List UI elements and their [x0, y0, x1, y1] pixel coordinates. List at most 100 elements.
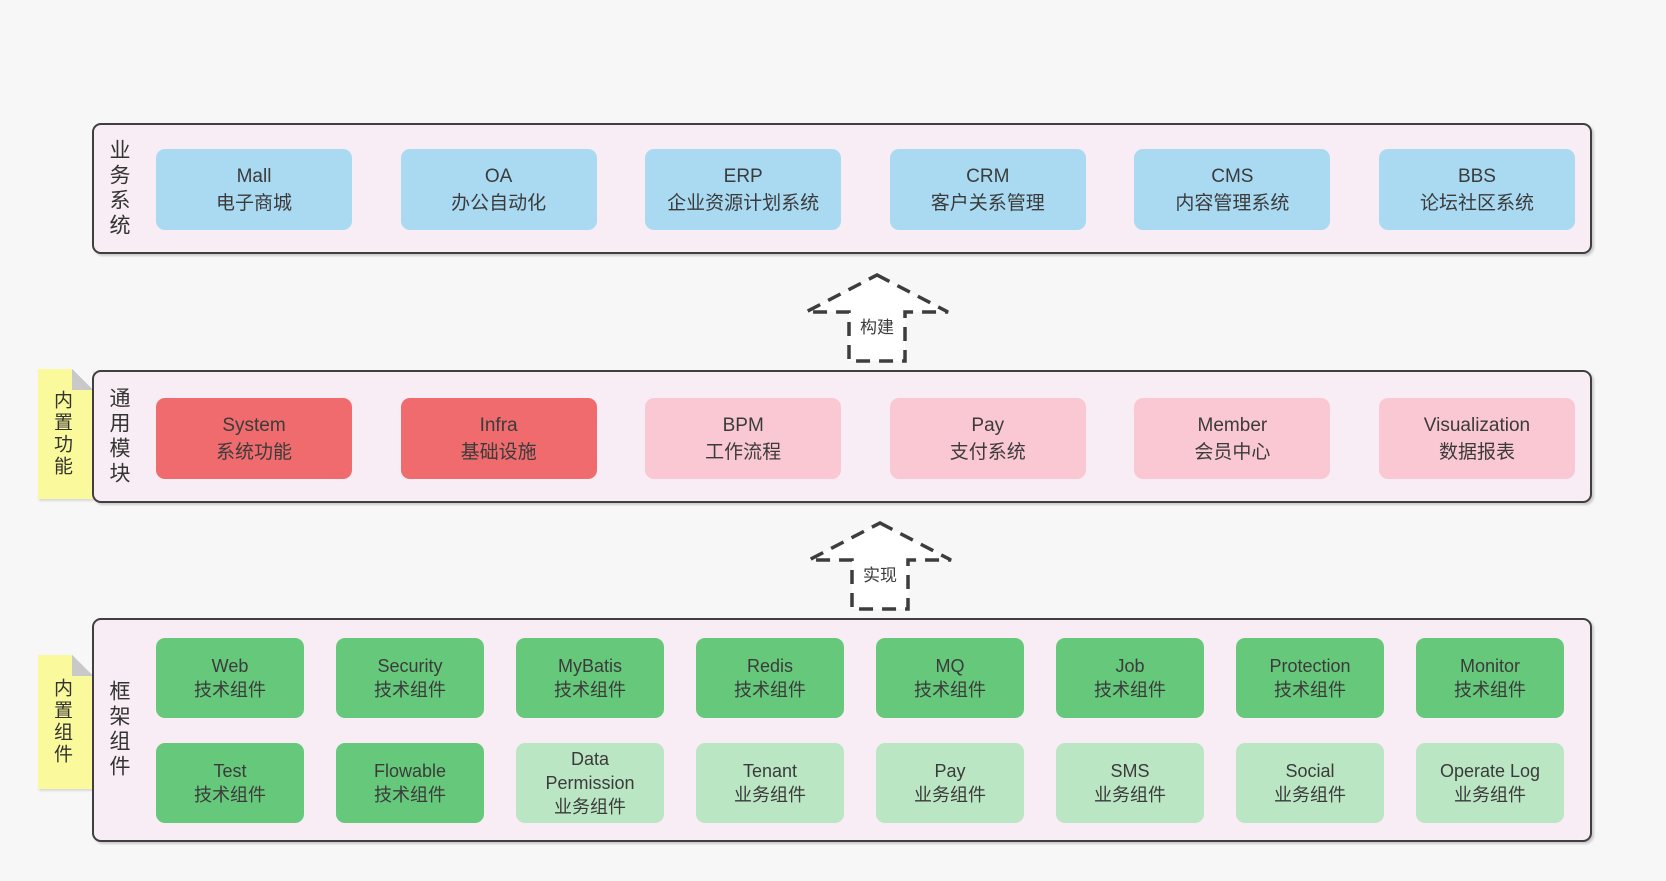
box-erp: ERP 企业资源计划系统: [645, 149, 842, 230]
box-subtitle: 业务组件: [914, 785, 986, 805]
box-mybatis: MyBatis 技术组件: [516, 638, 664, 718]
box-title: Social: [1285, 761, 1335, 781]
box-subtitle: 技术组件: [1094, 680, 1166, 700]
box-title: Mall: [236, 165, 272, 187]
box-title: BBS: [1457, 165, 1496, 187]
box-data-permission: Data Permission 业务组件: [516, 743, 664, 823]
box-row: Test 技术组件 Flowable 技术组件 Data Permission …: [156, 743, 1564, 823]
layer-label: 通用模块: [107, 386, 130, 487]
box-pay-component: Pay 业务组件: [876, 743, 1024, 823]
box-subtitle: 业务组件: [554, 797, 626, 817]
box-title: CMS: [1211, 165, 1254, 187]
box-title: Job: [1115, 656, 1145, 676]
box-tenant: Tenant 业务组件: [696, 743, 844, 823]
box-title: Flowable: [373, 761, 447, 781]
box-title: Redis: [746, 656, 794, 676]
box-security: Security 技术组件: [336, 638, 484, 718]
box-subtitle: 基础设施: [460, 441, 537, 463]
box-title: Test: [213, 761, 247, 781]
box-subtitle: 技术组件: [1454, 680, 1526, 700]
box-redis: Redis 技术组件: [696, 638, 844, 718]
box-subtitle: 技术组件: [1274, 680, 1346, 700]
box-oa: OA 办公自动化: [400, 149, 597, 230]
box-title: Web: [211, 656, 249, 676]
layer-label: 框架组件: [107, 680, 130, 780]
box-title: BPM: [722, 414, 764, 436]
box-row: Web 技术组件 Security 技术组件 MyBatis 技术组件 Redi…: [156, 638, 1564, 718]
box-title: Security: [377, 656, 443, 676]
box-protection: Protection 技术组件: [1236, 638, 1384, 718]
box-pay-module: Pay 支付系统: [889, 398, 1086, 479]
box-title: Protection: [1269, 656, 1351, 676]
box-test: Test 技术组件: [156, 743, 304, 823]
layer-label: 业务系统: [107, 138, 130, 239]
box-title: ERP: [723, 165, 763, 187]
box-title: MyBatis: [557, 656, 622, 676]
box-subtitle: 企业资源计划系统: [667, 192, 820, 214]
box-cms: CMS 内容管理系统: [1134, 149, 1331, 230]
box-job: Job 技术组件: [1056, 638, 1204, 718]
box-title: Pay: [971, 414, 1005, 436]
box-title: Operate Log: [1439, 761, 1541, 781]
box-title: Monitor: [1459, 656, 1521, 676]
box-subtitle: 业务组件: [1454, 785, 1526, 805]
box-monitor: Monitor 技术组件: [1416, 638, 1564, 718]
box-title: Data Permission: [545, 749, 635, 793]
box-subtitle: 技术组件: [554, 680, 626, 700]
folded-corner-icon: [72, 655, 93, 676]
box-flowable: Flowable 技术组件: [336, 743, 484, 823]
box-subtitle: 工作流程: [705, 441, 782, 463]
box-subtitle: 业务组件: [1274, 785, 1346, 805]
box-subtitle: 论坛社区系统: [1419, 192, 1534, 214]
box-title: OA: [484, 165, 513, 187]
box-subtitle: 电子商城: [215, 192, 292, 214]
layer-common-modules: 通用模块 System 系统功能 Infra 基础设施 BPM 工作流程 Pay…: [92, 370, 1592, 503]
box-subtitle: 业务组件: [734, 785, 806, 805]
sticky-note-built-in-features: 内置功能: [38, 369, 93, 499]
layer-business-systems: 业务系统 Mall 电子商城 OA 办公自动化 ERP 企业资源计划系统 CRM…: [92, 123, 1592, 254]
box-subtitle: 技术组件: [914, 680, 986, 700]
arrow-build-icon: 构建: [802, 272, 952, 364]
box-crm: CRM 客户关系管理: [889, 149, 1086, 230]
box-row: Mall 电子商城 OA 办公自动化 ERP 企业资源计划系统 CRM 客户关系…: [156, 149, 1575, 230]
note-text: 内置组件: [51, 678, 72, 766]
box-title: Tenant: [742, 761, 798, 781]
box-subtitle: 技术组件: [374, 785, 446, 805]
box-title: System: [222, 414, 286, 436]
box-title: Visualization: [1423, 414, 1531, 436]
box-sms: SMS 业务组件: [1056, 743, 1204, 823]
box-subtitle: 数据报表: [1438, 441, 1515, 463]
arrow-label: 构建: [857, 312, 897, 339]
box-bpm: BPM 工作流程: [645, 398, 842, 479]
box-operate-log: Operate Log 业务组件: [1416, 743, 1564, 823]
box-mq: MQ 技术组件: [876, 638, 1024, 718]
box-web: Web 技术组件: [156, 638, 304, 718]
note-text: 内置功能: [51, 390, 72, 478]
box-subtitle: 办公自动化: [451, 192, 547, 214]
box-subtitle: 客户关系管理: [930, 192, 1045, 214]
sticky-note-built-in-components: 内置组件: [38, 655, 93, 789]
box-row: System 系统功能 Infra 基础设施 BPM 工作流程 Pay 支付系统…: [156, 398, 1575, 479]
box-subtitle: 系统功能: [215, 441, 292, 463]
box-subtitle: 支付系统: [949, 441, 1026, 463]
box-system: System 系统功能: [156, 398, 352, 479]
arrow-implement-icon: 实现: [805, 520, 955, 612]
box-subtitle: 技术组件: [374, 680, 446, 700]
arrow-label: 实现: [860, 560, 900, 587]
box-visualization: Visualization 数据报表: [1378, 398, 1575, 479]
box-title: Infra: [479, 414, 518, 436]
folded-corner-icon: [72, 369, 93, 390]
box-bbs: BBS 论坛社区系统: [1378, 149, 1575, 230]
box-subtitle: 技术组件: [194, 785, 266, 805]
box-mall: Mall 电子商城: [156, 149, 352, 230]
box-member: Member 会员中心: [1134, 398, 1331, 479]
box-social: Social 业务组件: [1236, 743, 1384, 823]
box-title: SMS: [1110, 761, 1150, 781]
box-title: Member: [1197, 414, 1268, 436]
box-subtitle: 会员中心: [1194, 441, 1271, 463]
box-title: MQ: [935, 656, 965, 676]
layer-framework-components: 框架组件 Web 技术组件 Security 技术组件 MyBatis 技术组件…: [92, 618, 1592, 842]
box-subtitle: 技术组件: [194, 680, 266, 700]
box-subtitle: 内容管理系统: [1175, 192, 1290, 214]
